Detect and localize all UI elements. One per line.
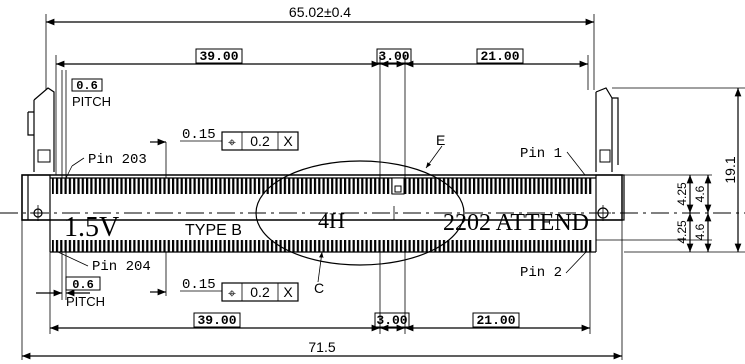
svg-text:C: C (314, 280, 324, 296)
datum-e: E (425, 132, 445, 169)
bottom-pitch-label: PITCH (66, 294, 105, 309)
bottom-overall-dimension: 71.5 (21, 220, 623, 360)
right-side-dimensions: 19.1 4.25 4.25 4.6 4.6 (596, 87, 745, 253)
top-left-segment-label: 39.00 (199, 49, 238, 64)
bottom-tolerance-datum: X (283, 284, 293, 300)
pin-1-callout: Pin 1 (520, 146, 586, 176)
height-code-marking: 4H (318, 208, 345, 233)
bottom-left-segment-label: 39.00 (197, 313, 236, 328)
datum-c: C (314, 251, 324, 296)
bottom-pin-row (52, 240, 592, 252)
height-total-label: 19.1 (722, 156, 738, 183)
overall-length-label: 65.02±0.4 (289, 4, 351, 20)
bottom-tolerance-callout: 0.15 ⌖ 0.2 X (150, 252, 299, 302)
pin-2-label: Pin 2 (520, 265, 562, 281)
overall-length-dimension: 65.02±0.4 (45, 4, 595, 90)
detail-ellipse (255, 160, 465, 266)
bottom-tolerance-offset: 0.15 (182, 277, 216, 293)
pin-203-callout: Pin 203 (65, 152, 147, 179)
top-segment-dimensions: 39.00 3.00 21.00 (55, 48, 589, 178)
top-tolerance-value: 0.2 (250, 133, 270, 149)
center-marks (30, 205, 611, 221)
pin-204-callout: Pin 204 (57, 251, 151, 275)
right-425-top-label: 4.25 (675, 182, 689, 206)
pin-204-label: Pin 204 (92, 259, 151, 275)
top-tolerance-callout: 0.15 ⌖ 0.2 X (150, 127, 299, 178)
svg-text:E: E (436, 132, 445, 148)
top-tolerance-datum: X (283, 133, 293, 149)
top-pin-row (52, 178, 592, 194)
type-marking: TYPE B (185, 222, 242, 239)
pin-203-label: Pin 203 (88, 152, 147, 168)
bottom-mid-segment-label: 3.00 (376, 313, 407, 328)
top-pitch-value: 0.6 (76, 79, 98, 93)
top-right-segment-label: 21.00 (480, 49, 519, 64)
top-pitch-label: PITCH (72, 94, 111, 109)
pin-1-label: Pin 1 (520, 146, 562, 162)
top-tolerance-offset: 0.15 (182, 127, 216, 143)
top-position-symbol-icon: ⌖ (228, 134, 236, 150)
brand-marking: 2202 ATTEND (443, 210, 589, 236)
bottom-overall-label: 71.5 (308, 339, 335, 355)
right-425-bottom-label: 4.25 (675, 220, 689, 244)
bottom-position-symbol-icon: ⌖ (228, 285, 236, 301)
bottom-right-segment-label: 21.00 (476, 313, 515, 328)
pin-2-callout: Pin 2 (520, 251, 587, 281)
connector-body (21, 87, 625, 253)
top-pitch-callout: 0.6 PITCH (61, 70, 111, 178)
right-46-top-label: 4.6 (693, 185, 707, 202)
bottom-segment-dimensions: 39.00 3.00 21.00 (49, 252, 591, 334)
bottom-pitch-value: 0.6 (72, 278, 94, 292)
voltage-marking: 1.5V (64, 212, 119, 243)
bottom-pitch-callout: 0.6 PITCH (36, 252, 105, 309)
right-46-bottom-label: 4.6 (693, 223, 707, 240)
top-mid-segment-label: 3.00 (378, 49, 409, 64)
bottom-tolerance-value: 0.2 (250, 284, 270, 300)
